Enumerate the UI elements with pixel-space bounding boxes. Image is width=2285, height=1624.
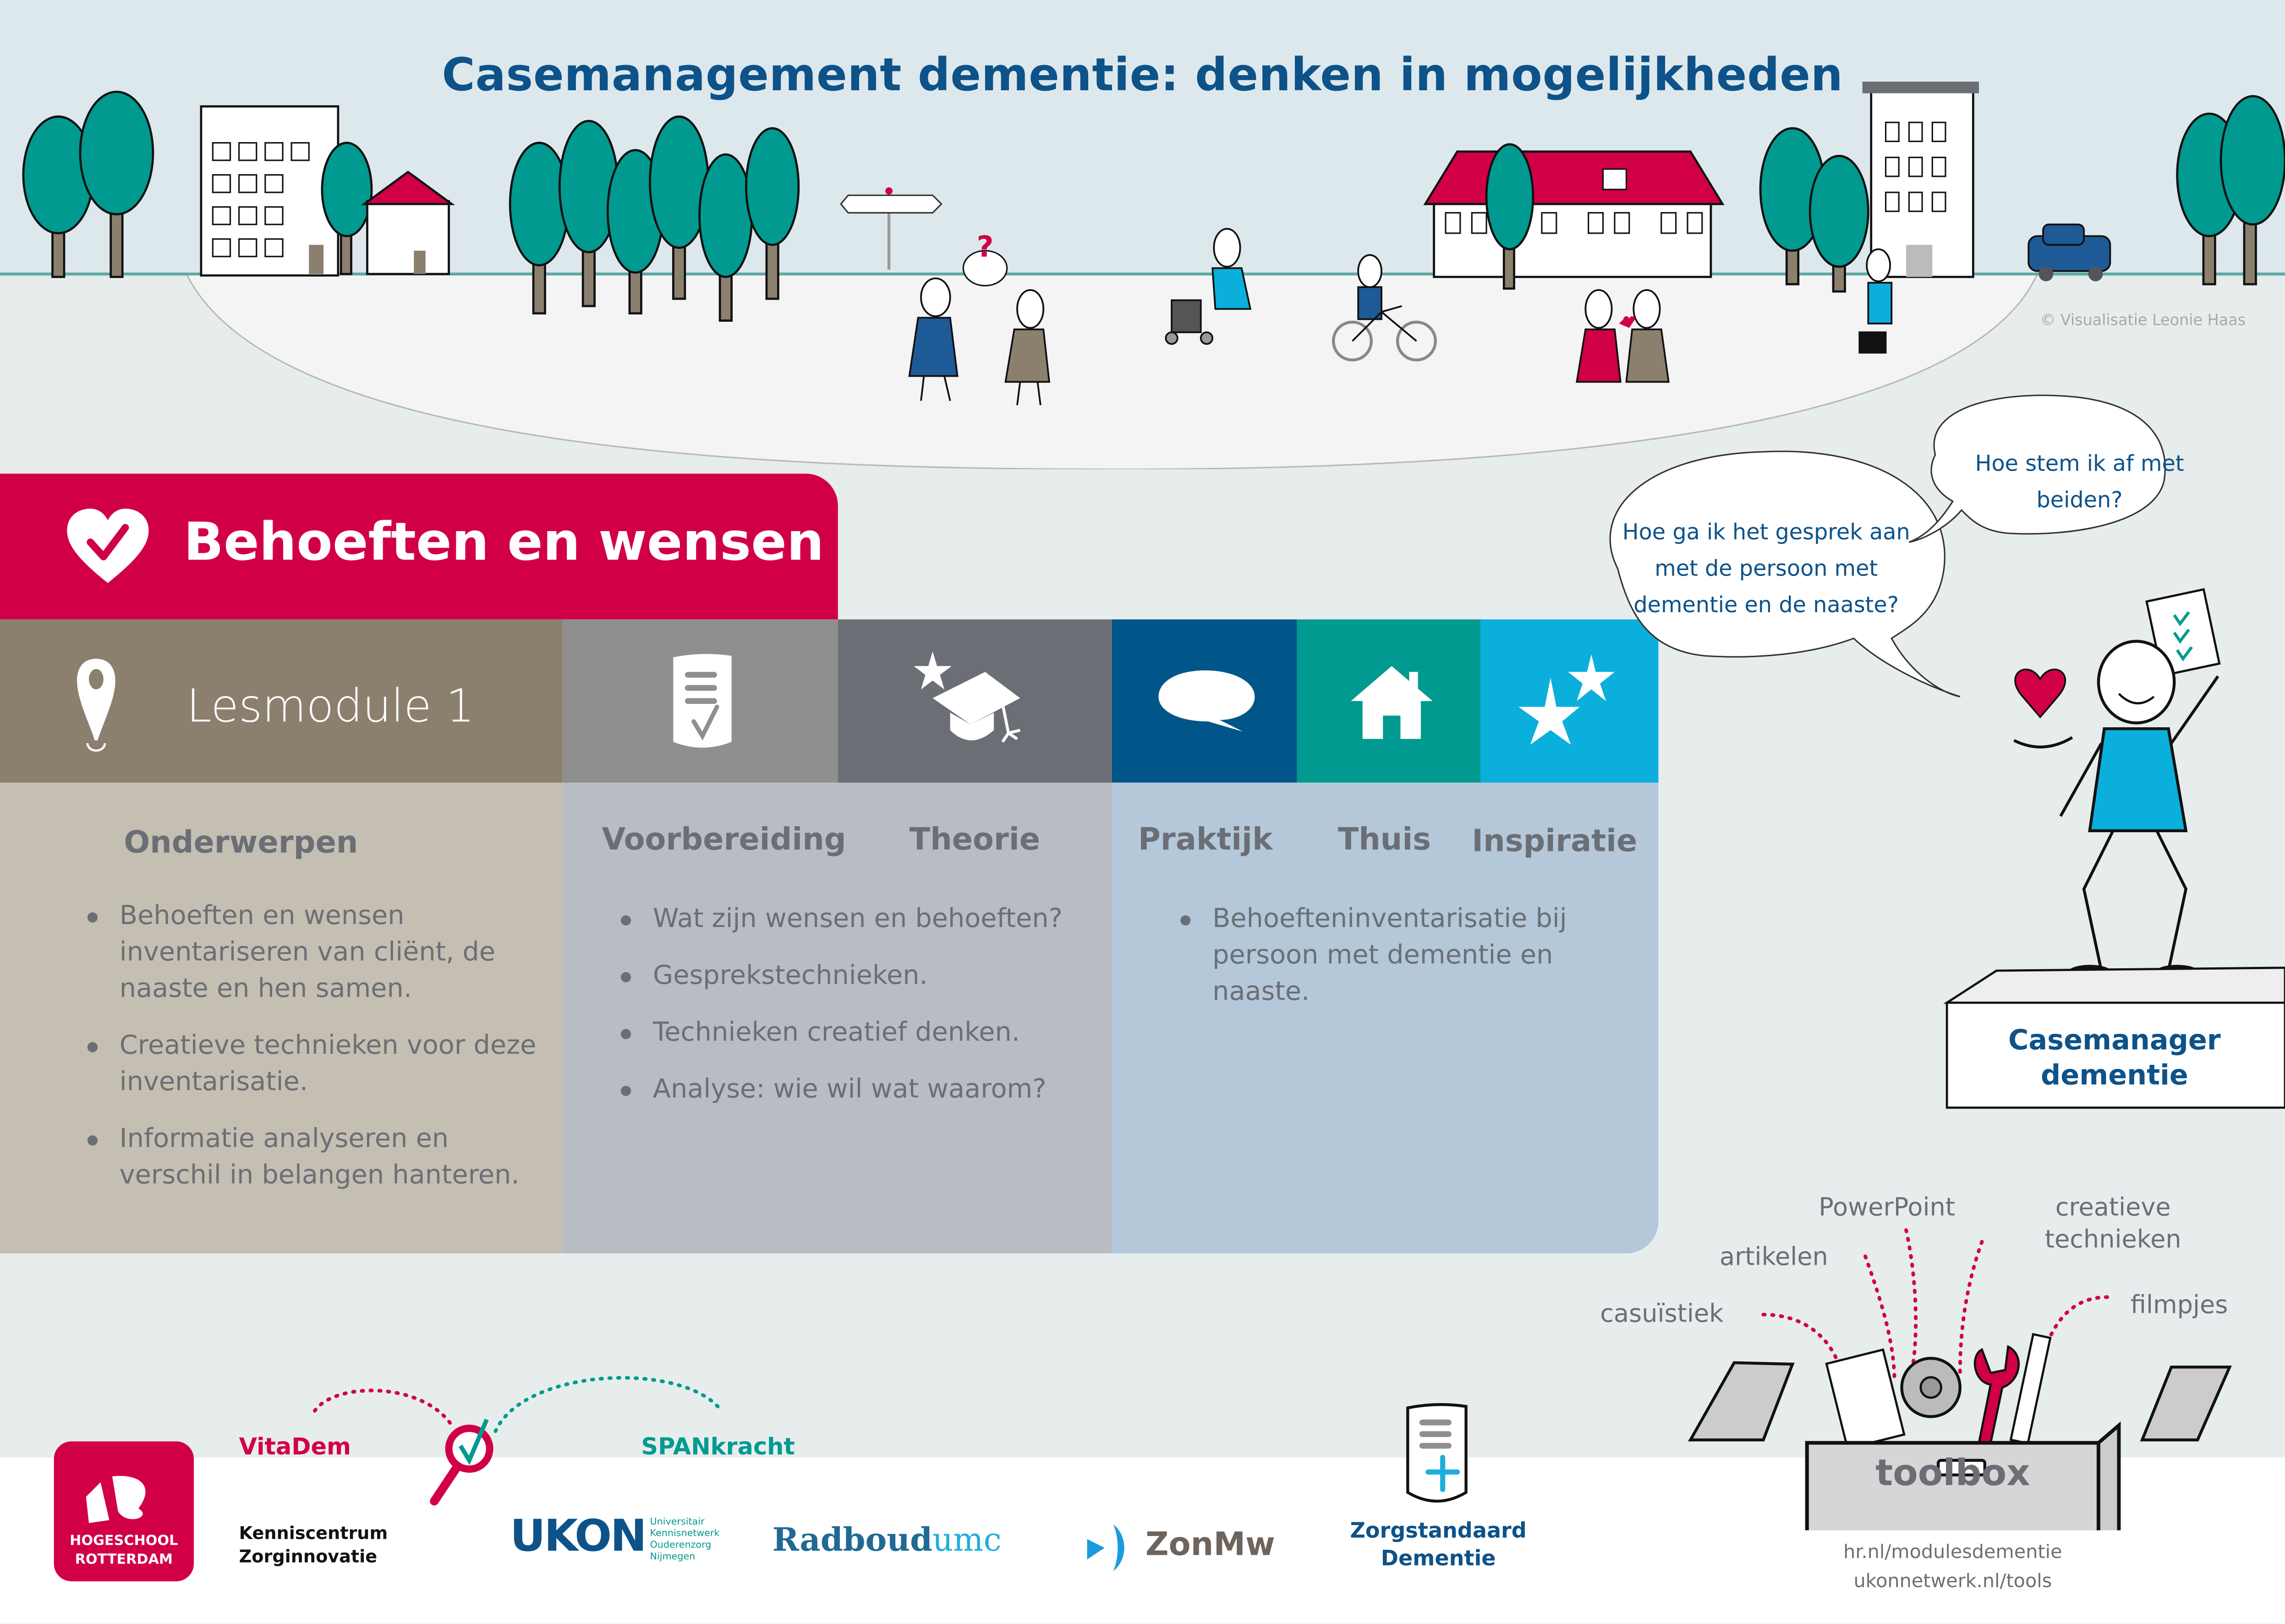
list-item: Informatie analyseren en verschil in bel… [87, 1121, 539, 1194]
speech-bubble-2: Hoe stem ik af met beiden? [1975, 450, 2184, 513]
url-link[interactable]: hr.nl/modulesdementie [1843, 1542, 2062, 1564]
radboud-text: Radboud [772, 1521, 933, 1560]
toolbox-illustration [1688, 1228, 2232, 1531]
list-item: Gesprekstechnieken. [620, 958, 1102, 994]
list-item: Behoeften en wensen inventariseren van c… [87, 898, 539, 1007]
spankracht-logo: SPANkracht [641, 1432, 795, 1460]
kenniscentrum-logo: Kenniscentrum Zorginnovatie [239, 1521, 388, 1568]
voorbereiding-theorie-panel [562, 782, 1112, 1254]
zonmw-mark-icon [1087, 1524, 1124, 1571]
column-label-thuis: Thuis [1337, 822, 1431, 857]
toolbox-item-artikelen: artikelen [1719, 1243, 1828, 1273]
person-with-rollator-icon [1165, 228, 1252, 345]
house-icon [1351, 666, 1433, 739]
zonmw-logo: ZonMw [1145, 1527, 1275, 1564]
praktijk-list: Behoefteninventarisatie bij persoon met … [1180, 901, 1603, 1031]
apartment-tower-icon [1862, 82, 1979, 278]
column-header-inspiratie [1480, 619, 1659, 783]
toolbox-label: toolbox [1875, 1451, 2030, 1494]
list-item: Technieken creatief denken. [620, 1015, 1102, 1051]
house-icon [361, 170, 455, 275]
url-link[interactable]: ukonnetwerk.nl/tools [1853, 1571, 2052, 1593]
zorgstandaard-line1: Zorgstandaard [1350, 1520, 1527, 1544]
toolbox-item-powerpoint: PowerPoint [1819, 1193, 1955, 1223]
radboudumc-logo: Radboudumc [773, 1521, 1002, 1559]
cyclist-icon [1332, 254, 1437, 362]
toolbox-item-creatieve-technieken: creatieve technieken [2044, 1193, 2181, 1255]
ukon-mark: UKON [510, 1511, 647, 1563]
praktijk-thuis-inspiratie-panel [1112, 782, 1659, 1254]
vitadem-logo: VitaDem [239, 1432, 351, 1460]
signpost-icon [840, 187, 942, 270]
ukon-sub-line: Kennisnetwerk [650, 1527, 720, 1539]
toolbox-item-casuistiek: casuïstiek [1600, 1300, 1724, 1329]
tree-icon [79, 90, 154, 278]
module-title: Behoeften en wensen [183, 513, 824, 573]
kenniscentrum-line2: Zorginnovatie [239, 1546, 378, 1567]
toolbox-urls: hr.nl/modulesdementie ukonnetwerk.nl/too… [1778, 1539, 2127, 1597]
row-house-icon [1423, 150, 1725, 278]
casemanager-figure-illustration [1943, 588, 2285, 1109]
stars-icon [1518, 654, 1615, 745]
car-icon [2027, 223, 2111, 281]
horizon-line [0, 272, 2285, 276]
column-label-praktijk: Praktijk [1138, 822, 1273, 857]
tree-icon [321, 142, 373, 275]
onderwerpen-heading: Onderwerpen [124, 825, 358, 860]
tree-icon [1485, 143, 1534, 290]
umc-text: umc [932, 1523, 1002, 1560]
ukon-logo: UKON [510, 1511, 647, 1563]
list-item: Analyse: wie wil wat waarom? [620, 1071, 1102, 1108]
map-pin-icon [77, 658, 115, 752]
town-scene-illustration: ? [22, 82, 2285, 406]
casemanager-label-line2: dementie [2040, 1059, 2188, 1092]
speech-bubble-icon [1158, 670, 1255, 732]
person-with-briefcase-icon [1858, 248, 1893, 354]
speech-bubble-1: Hoe ga ik het gesprek aan met de persoon… [1622, 519, 1910, 618]
ukon-sub-line: Ouderenzorg [650, 1539, 712, 1551]
speech-bubbles [1609, 395, 2166, 697]
onderwerpen-list: Behoeften en wensen inventariseren van c… [87, 898, 539, 1214]
hr-line2: ROTTERDAM [75, 1552, 173, 1569]
column-label-voorbereiding: Voorbereiding [602, 822, 846, 857]
casemanager-label: Casemanager dementie [1950, 1023, 2280, 1093]
checklist-document-icon [673, 654, 732, 748]
svg-text:?: ? [977, 230, 994, 264]
list-item: Wat zijn wensen en behoeften? [620, 901, 1102, 938]
couple-icon [1576, 289, 1670, 383]
lesmodule-label: Lesmodule 1 [186, 680, 475, 733]
onderwerpen-panel [0, 782, 563, 1254]
heart-check-icon [67, 508, 149, 583]
toolbox-item-filmpjes: filmpjes [2130, 1291, 2228, 1321]
hr-line1: HOGESCHOOL [70, 1533, 178, 1549]
ground-bowl [186, 273, 2038, 470]
copyright-credit: © Visualisatie Leonie Haas [2040, 312, 2246, 329]
graduation-cap-star-icon [914, 651, 1021, 743]
question-bubble-icon: ? [962, 230, 1008, 286]
list-item: Creatieve technieken voor deze inventari… [87, 1027, 539, 1100]
ukon-subtitle: Universitair Kennisnetwerk Ouderenzorg N… [650, 1516, 720, 1563]
casemanager-label-line1: Casemanager [2008, 1024, 2221, 1057]
page-title: Casemanagement dementie: denken in mogel… [442, 49, 1843, 102]
column-label-inspiratie: Inspiratie [1472, 823, 1638, 859]
zorgstandaard-logo: Zorgstandaard Dementie [1338, 1519, 1539, 1574]
zorgstandaard-document-icon [1406, 1403, 1468, 1503]
kenniscentrum-line1: Kenniscentrum [239, 1523, 388, 1544]
list-item: Behoefteninventarisatie bij persoon met … [1180, 901, 1603, 1010]
zorgstandaard-line2: Dementie [1381, 1547, 1496, 1571]
apartment-building-icon [200, 105, 340, 277]
column-label-theorie: Theorie [909, 822, 1041, 857]
vitadem-spankracht-connector [313, 1376, 723, 1506]
ukon-sub-line: Universitair [650, 1515, 705, 1528]
voorbereiding-theorie-list: Wat zijn wensen en behoeften? Gesprekste… [620, 901, 1102, 1128]
person-icon [908, 277, 959, 401]
person-icon [1004, 289, 1051, 406]
ukon-sub-line: Nijmegen [650, 1551, 696, 1563]
hr-mark-icon [86, 1476, 146, 1523]
hogeschool-rotterdam-logo: HOGESCHOOL ROTTERDAM [54, 1441, 194, 1581]
